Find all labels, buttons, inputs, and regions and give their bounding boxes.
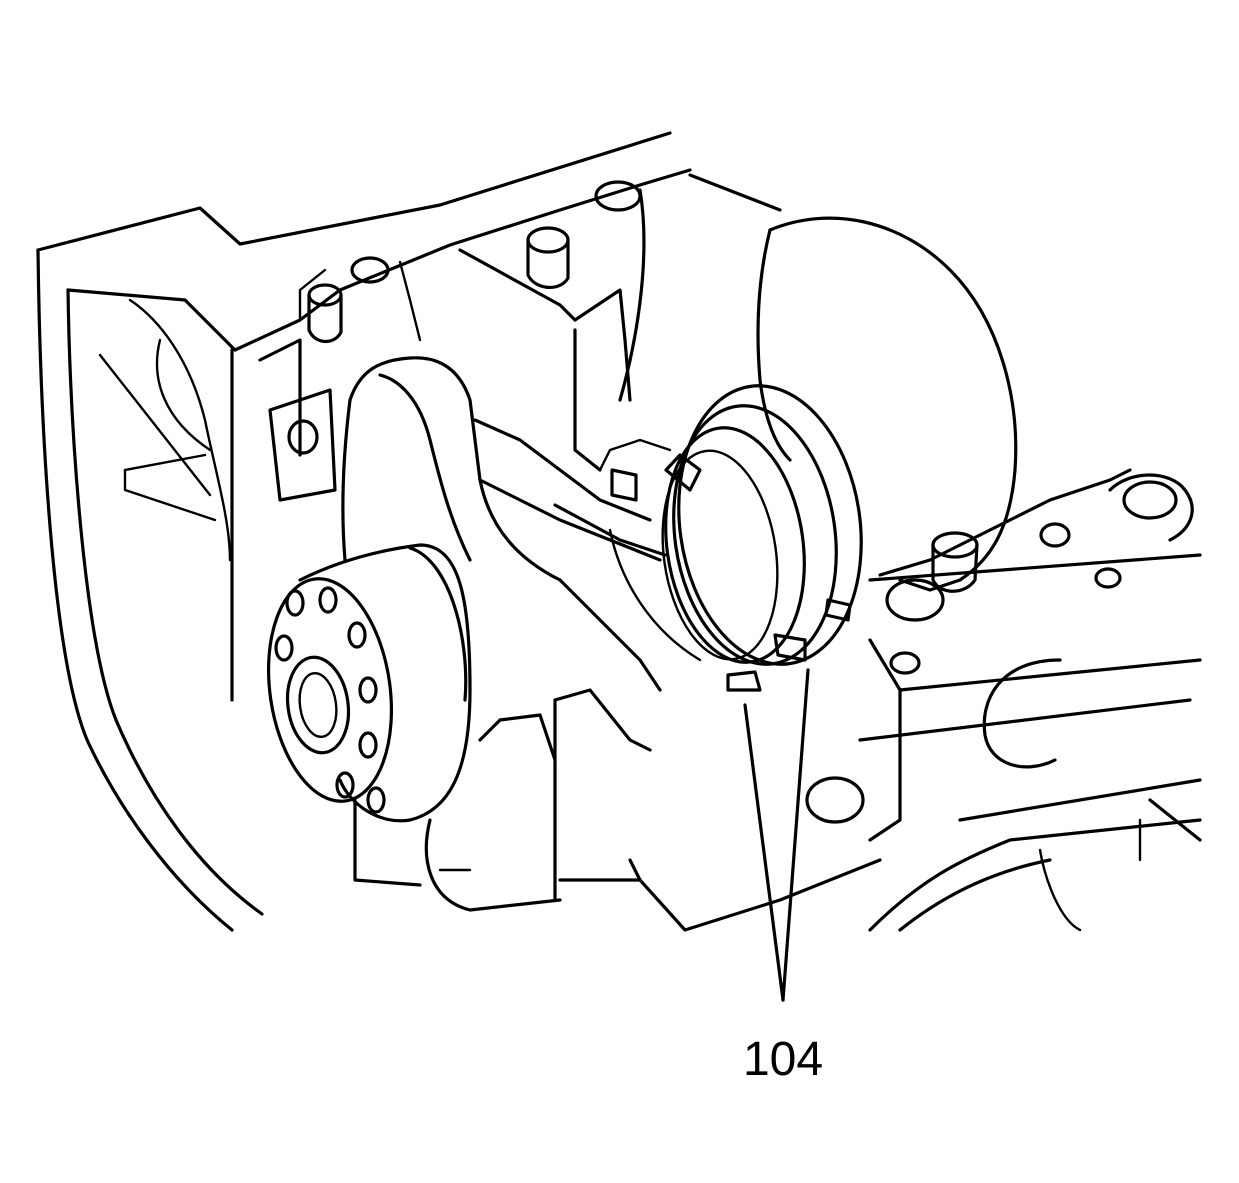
callout-leaders [743,668,810,1002]
thrust-tab-upper [610,468,638,502]
flange-bolt-hole-6 [358,731,378,759]
dowel-pin-top [526,226,570,254]
crankshaft-web [341,356,672,692]
main-bearing-cap [353,688,882,932]
bolt-hole-2 [594,180,642,212]
engine-block-right-deck [805,468,1202,932]
crankshaft-flange [266,543,472,823]
flange-bolt-hole-8 [366,786,386,814]
thrust-tab-lower [726,670,762,692]
bolt-hole-deck-4 [885,578,945,622]
bolt-hole-3 [287,419,319,455]
callout-label-104: 104 [743,1033,823,1086]
bearing-ring-middle [672,404,838,666]
oil-gallery-hole [805,776,865,824]
thrust-bearing-assembly [608,384,863,692]
bolt-hole-deck-3 [1094,567,1122,589]
thrust-tab-right [773,633,807,662]
flange-bolt-hole-5 [358,676,378,704]
leader-line-right [781,668,810,1002]
engine-block-left-wall [36,131,672,932]
flange-bolt-hole-1 [285,589,305,617]
flange-face [266,577,394,803]
bolt-hole-deck-5 [889,651,921,675]
leader-line-left [743,703,785,1002]
flange-bolt-hole-2 [318,586,338,614]
counterweight-large [756,216,1018,592]
flange-center-hole [285,655,351,755]
journal-surface [661,449,779,661]
flange-bolt-hole-4 [347,621,367,649]
flange-bolt-hole-7 [335,771,355,799]
bearing-ring-inner [664,426,806,664]
bolt-holes-top [268,180,642,502]
bearing-ring-outer [677,384,863,666]
bolt-hole-deck-2 [1039,522,1071,548]
flange-bolt-hole-3 [274,634,294,662]
bolt-hole-1 [350,256,390,284]
bolt-hole-deck-1 [1122,480,1178,520]
engine-block-top-rail [230,168,782,702]
dowel-pin-right [931,531,979,559]
